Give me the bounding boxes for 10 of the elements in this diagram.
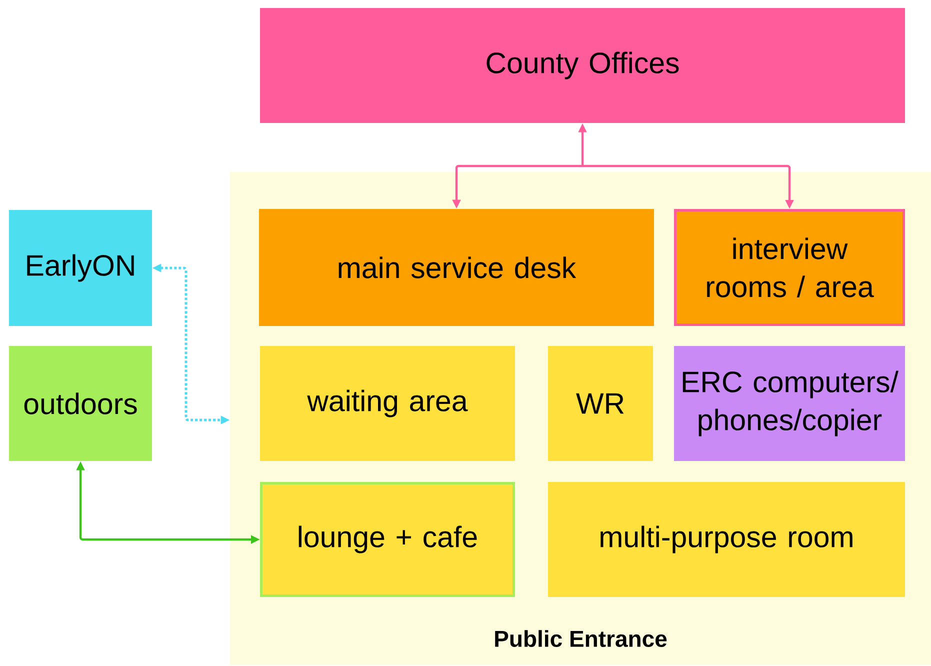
room-box: WR	[548, 346, 653, 461]
room-box: interview rooms / area	[674, 209, 905, 326]
room-box: lounge + cafe	[260, 482, 515, 597]
office-box: County Offices	[260, 8, 905, 123]
room-box: multi-purpose room	[548, 482, 905, 597]
room-box: waiting area	[260, 346, 515, 461]
partner-box: EarlyON	[9, 210, 152, 326]
outdoor-box: outdoors	[9, 346, 152, 461]
room-box: main service desk	[259, 209, 654, 326]
room-box: ERC computers/ phones/copier	[674, 346, 905, 461]
